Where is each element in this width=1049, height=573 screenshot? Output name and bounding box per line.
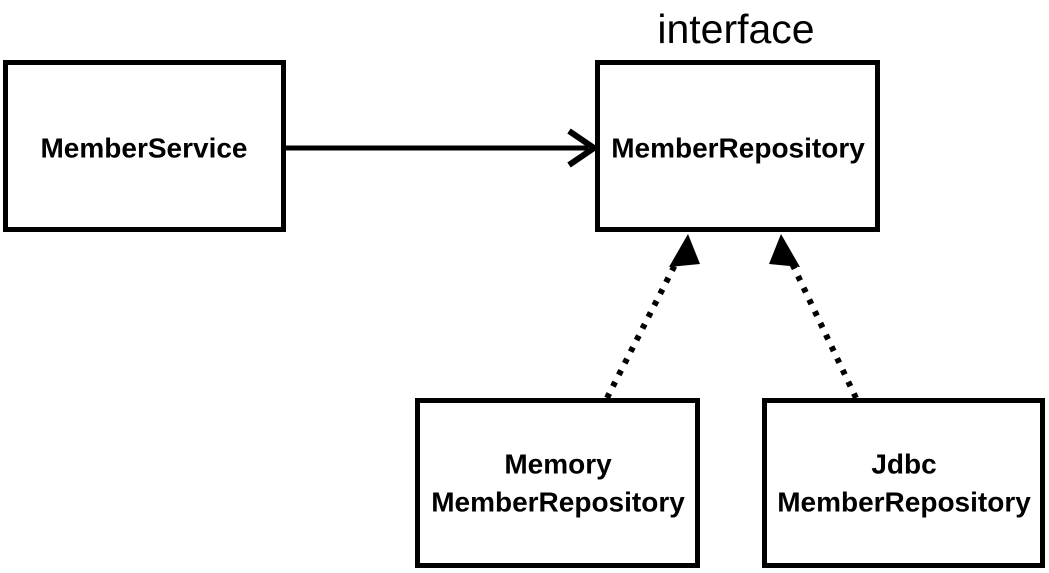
node-jdbc-member-repository[interactable]: Jdbc MemberRepository	[762, 398, 1045, 568]
edge-memory-implements	[604, 234, 700, 400]
node-memory-member-repository[interactable]: Memory MemberRepository	[415, 398, 700, 568]
node-memory-member-repository-label-line1: Memory	[504, 448, 612, 479]
edge-service-to-repository	[286, 128, 600, 168]
edge-memory-implements-arrowhead-icon	[669, 234, 700, 267]
edge-jdbc-implements	[769, 234, 859, 400]
node-member-service-rect	[3, 60, 286, 232]
node-jdbc-member-repository-rect	[762, 398, 1045, 568]
edge-memory-implements-line	[604, 255, 682, 400]
node-memory-member-repository-rect	[415, 398, 700, 568]
node-member-service-label: MemberService	[40, 132, 247, 163]
edge-jdbc-implements-arrowhead-icon	[769, 234, 800, 267]
node-member-service[interactable]: MemberService	[3, 60, 286, 232]
node-jdbc-member-repository-label-line2: MemberRepository	[777, 486, 1031, 517]
node-member-repository-label: MemberRepository	[611, 132, 865, 163]
edge-jdbc-implements-line	[786, 255, 859, 400]
node-member-repository[interactable]: MemberRepository	[595, 60, 880, 232]
interface-stereotype-label: interface	[657, 6, 814, 52]
node-memory-member-repository-label-line2: MemberRepository	[431, 486, 685, 517]
edge-service-to-repository-arrowhead-icon	[567, 128, 600, 168]
node-member-repository-rect	[595, 60, 880, 232]
node-jdbc-member-repository-label-line1: Jdbc	[871, 448, 936, 479]
